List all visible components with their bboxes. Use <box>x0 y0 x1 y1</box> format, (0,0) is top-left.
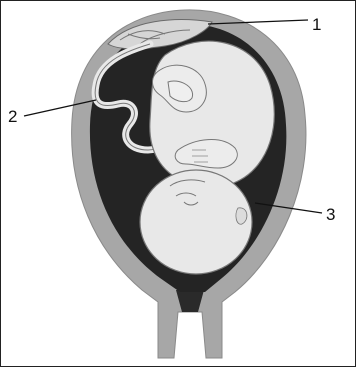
label-1: 1 <box>312 15 321 34</box>
label-3: 3 <box>326 205 335 224</box>
label-2: 2 <box>8 107 17 126</box>
fetus-head <box>140 170 252 274</box>
fetus-ear <box>236 208 247 224</box>
